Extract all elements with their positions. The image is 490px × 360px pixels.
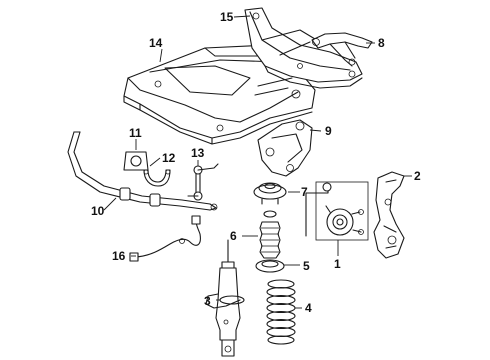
- crossmember-subframe: [123, 44, 316, 145]
- bushing-bracket: [143, 169, 171, 187]
- callout-1: 1: [334, 257, 341, 271]
- callout-5: 5: [303, 259, 310, 273]
- callout-12: 12: [162, 151, 176, 165]
- callout-13: 13: [191, 146, 205, 160]
- callout-8: 8: [378, 36, 385, 50]
- wheel-hub-assembly: [305, 181, 369, 241]
- stabilizer-link: [187, 163, 219, 201]
- tower-brace: [244, 7, 363, 89]
- strut-assembly: [205, 239, 245, 357]
- steering-knuckle: [373, 171, 405, 259]
- callouts: 15 14 8 9 11 12 13 10 16 7 6 5 4 3 1 2: [91, 10, 421, 315]
- strut-mount: [253, 182, 287, 205]
- lower-control-arm: [257, 119, 313, 177]
- coil-spring: [266, 279, 296, 345]
- callout-10: 10: [91, 204, 105, 218]
- leader-lines: [103, 15, 412, 309]
- callout-11: 11: [129, 126, 142, 140]
- callout-14: 14: [149, 36, 163, 50]
- callout-16: 16: [112, 249, 126, 263]
- callout-2: 2: [414, 169, 421, 183]
- bump-stop-boot: [259, 210, 281, 259]
- callout-6: 6: [230, 229, 237, 243]
- callout-4: 4: [305, 301, 312, 315]
- callout-7: 7: [301, 185, 308, 199]
- stabilizer-bushing: [123, 151, 149, 171]
- stabilizer-bar: [67, 131, 218, 211]
- spring-seat: [255, 259, 285, 273]
- callout-15: 15: [220, 10, 234, 24]
- upper-control-arm: [311, 32, 373, 67]
- callout-9: 9: [325, 124, 332, 138]
- callout-3: 3: [204, 294, 211, 308]
- wheel-speed-sensor: [129, 215, 201, 262]
